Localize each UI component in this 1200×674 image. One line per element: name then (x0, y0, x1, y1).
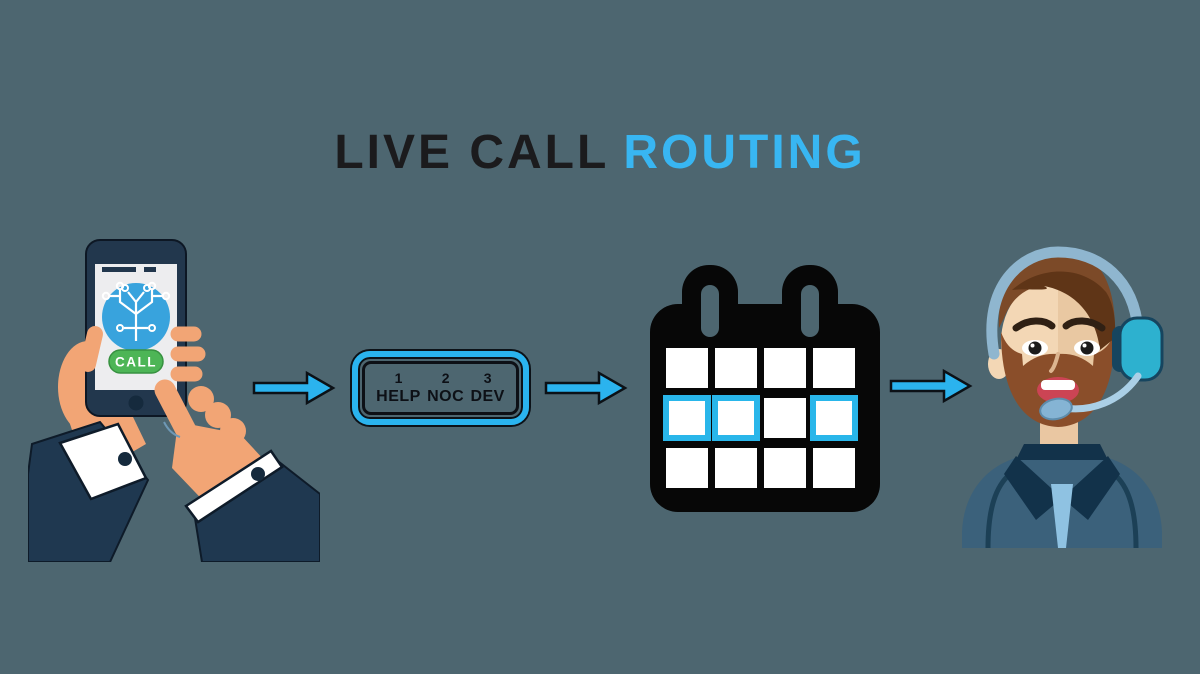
calendar-cell (715, 348, 757, 388)
calendar-cell (764, 448, 806, 488)
right-hand-pointing (154, 379, 266, 514)
dial-pad-menu: 1 HELP 2 NOC 3 DEV (352, 351, 529, 425)
headset-earcup (1118, 316, 1164, 382)
agent-face-features (1012, 317, 1106, 373)
flow-arrow-1 (252, 370, 336, 406)
calendar-cell (813, 348, 855, 388)
svg-text:CALL: CALL (115, 355, 157, 370)
calendar-cell (764, 348, 806, 388)
left-hand-fingers (80, 326, 206, 382)
dial-pad-inner-box: 1 HELP 2 NOC 3 DEV (362, 361, 519, 415)
agent-head (986, 246, 1164, 427)
support-agent-illustration (962, 246, 1164, 548)
mic-capsule (1039, 397, 1073, 421)
flow-arrow-3 (889, 368, 973, 404)
calendar-cell (764, 398, 806, 438)
smartphone: CALL (85, 239, 187, 417)
calendar-cell (666, 448, 708, 488)
right-suit-sleeve (184, 449, 320, 562)
headset-earcup-and-mic (1039, 316, 1164, 421)
title-blue-part: ROUTING (623, 126, 866, 179)
flow-arrow-2 (544, 370, 628, 406)
home-button (128, 395, 144, 411)
call-button: CALL (108, 349, 164, 374)
calendar-grid (663, 348, 858, 488)
caller-phone-illustration: CALL (28, 239, 320, 562)
calendar-cell-highlighted (712, 395, 760, 441)
shirt-collar (1016, 444, 1108, 460)
dial-pad-option-noc: 2 NOC (427, 371, 464, 405)
agent-hair (998, 248, 1116, 350)
title-black-part: LIVE CALL (334, 126, 610, 179)
calendar-cell (813, 448, 855, 488)
option-label: DEV (470, 388, 505, 405)
option-label: NOC (427, 388, 465, 405)
option-digit: 2 (441, 370, 450, 386)
calendar-cell-highlighted (663, 395, 711, 441)
dial-pad-option-help: 1 HELP (376, 371, 421, 405)
necktie (1051, 484, 1073, 548)
agent-mouth (1037, 377, 1079, 403)
dial-pad-option-dev: 3 DEV (470, 371, 504, 405)
circuit-tree-app-icon (101, 281, 171, 351)
option-label: HELP (376, 388, 421, 405)
touch-motion-line (163, 421, 181, 438)
option-digit: 1 (394, 370, 403, 386)
calendar-cell-highlighted (810, 395, 858, 441)
cufflink (251, 467, 265, 481)
cufflink (118, 452, 132, 466)
calendar-icon (650, 265, 880, 512)
option-digit: 3 (483, 370, 492, 386)
agent-shirt (962, 444, 1162, 548)
calendar-cell (666, 348, 708, 388)
left-suit-sleeve (28, 420, 150, 562)
headset-band (986, 246, 1144, 360)
calendar-cell (715, 448, 757, 488)
